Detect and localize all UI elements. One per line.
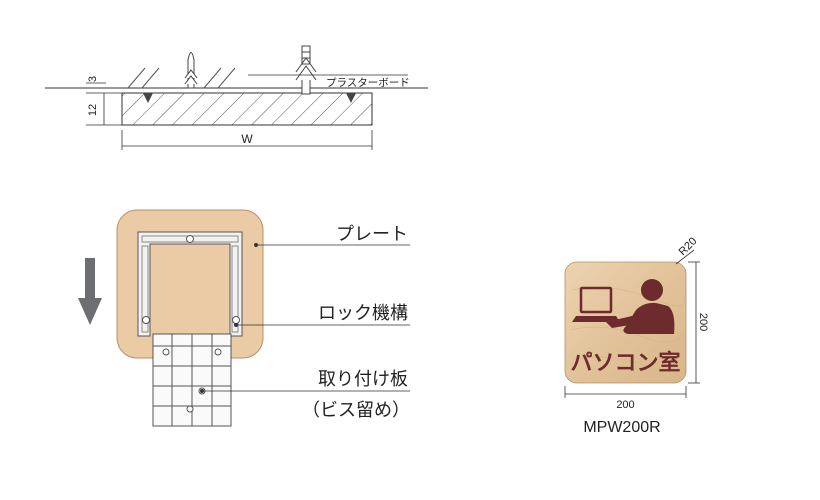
dim-top: 3 xyxy=(87,76,99,82)
mounting-bracket xyxy=(152,333,232,427)
dim-width: 200 xyxy=(616,399,634,411)
computer-user-icon xyxy=(572,279,675,334)
sign-text: パソコン室 xyxy=(570,350,680,376)
dim-side: 12 xyxy=(87,104,99,116)
model-label: MPW200R xyxy=(583,419,660,436)
bracket-label: 取り付け板 xyxy=(318,369,408,390)
arrow-down-icon xyxy=(78,258,102,325)
anchor-icon xyxy=(184,52,198,89)
plate-label: プレート xyxy=(336,224,408,245)
plaster-hatch xyxy=(127,67,236,89)
mount-view: プレート ロック機構 取り付け板 （ビス留め） xyxy=(78,209,410,427)
screw-icon xyxy=(143,93,356,103)
sign-view: パソコン室 R20 200 200 MPW200R xyxy=(564,235,709,436)
section-view: プラスターボード 3 12 W xyxy=(45,45,428,150)
board-section xyxy=(121,92,373,126)
screw-label: （ビス留め） xyxy=(302,400,410,421)
screw-icon xyxy=(142,235,240,324)
radius-label: R20 xyxy=(677,235,700,258)
lock-label: ロック機構 xyxy=(318,303,408,324)
dim-height: 200 xyxy=(697,313,709,331)
dim-width: W xyxy=(241,132,253,146)
board-label: プラスターボード xyxy=(326,77,410,89)
screw-anchor-icon xyxy=(295,45,317,95)
